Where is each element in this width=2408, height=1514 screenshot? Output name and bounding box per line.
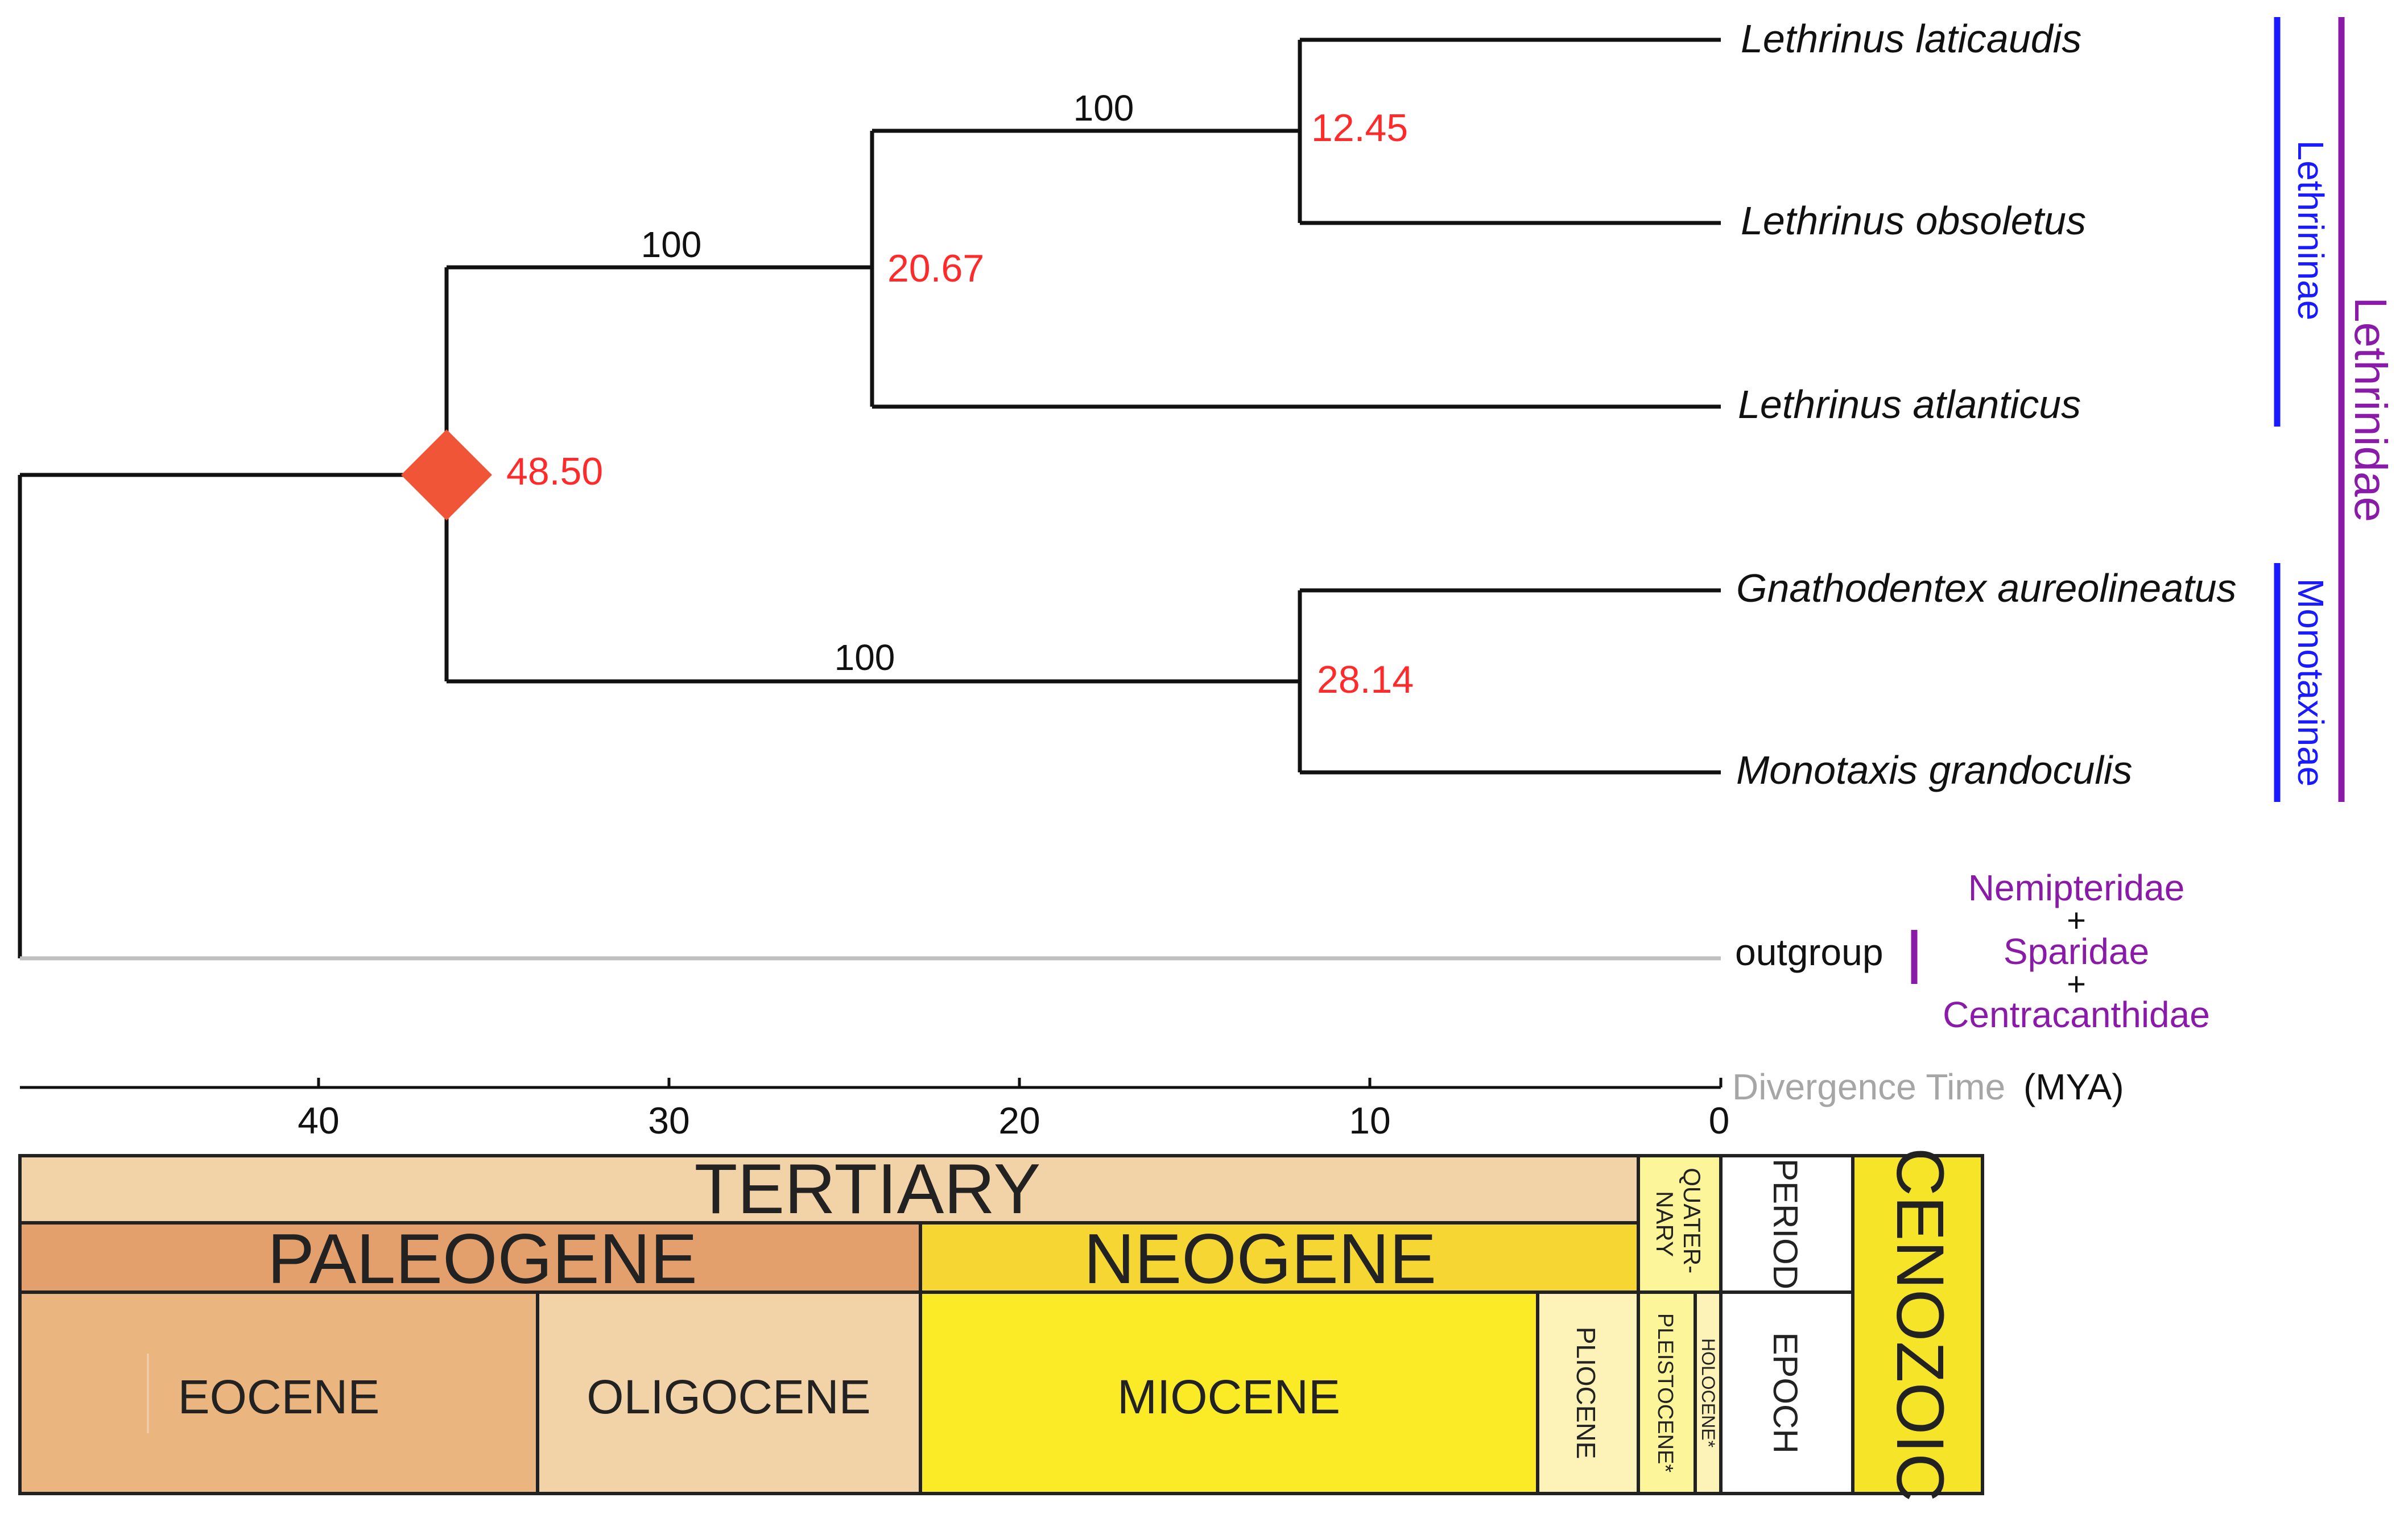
oligocene-cell [536,1290,922,1495]
node-age-root: 48.50 [506,450,603,493]
node-age-monotaxinae: 28.14 [1317,658,1414,701]
axis-title-main: Divergence Time [1732,1066,2005,1107]
axis-tick-label-30: 30 [648,1099,689,1141]
tertiary-label: TERTIARY [695,1150,1041,1228]
outgroup-plus-1: + [2067,902,2086,939]
axis-title-unit: (MYA) [2023,1066,2124,1107]
outgroup-family-sparidae: Sparidae [2004,931,2149,972]
lethrinidae-label: Lethrinidae [2345,297,2396,522]
outgroup-families: Nemipteridae + Sparidae + Centracanthida… [1943,867,2210,1035]
lethrininae-label: Lethrininae [2290,140,2331,321]
eocene-cell [18,1290,539,1495]
pleistocene-cell [1637,1290,1697,1495]
axis-tick-label-10: 10 [1349,1099,1390,1141]
axis-title: Divergence Time (MYA) [1732,1066,2124,1107]
pleistocene-label: PLEISTOCENE* [1653,1313,1677,1472]
axis-tick-label-0: 0 [1709,1099,1730,1141]
paleogene-cell [18,1221,922,1294]
neogene-label: NEOGENE [1084,1220,1436,1298]
tertiary-cell [18,1154,1640,1225]
quaternary-label-line-1: QUATER- [1679,1168,1705,1273]
monotaxinae-label: Monotaxinae [2290,578,2331,787]
period-label: PERIOD [1766,1159,1804,1289]
oligocene-label: OLIGOCENE [586,1370,870,1424]
taxon-lethrinus-obsoletus: Lethrinus obsoletus [1741,198,2086,243]
taxon-monotaxis-grandoculis: Monotaxis grandoculis [1736,748,2132,792]
tree-branches [18,38,1721,961]
miocene-cell [919,1290,1539,1495]
pliocene-cell [1536,1290,1640,1495]
node-age-lethrinus: 20.67 [887,247,984,290]
outgroup-plus-2: + [2067,966,2086,1003]
axis-tick-label-20: 20 [998,1099,1040,1141]
taxon-lethrinus-laticaudis: Lethrinus laticaudis [1741,16,2081,61]
cenozoic-cell [1851,1154,1984,1495]
epoch-label: EPOCH [1766,1332,1804,1453]
support-monotaxinae: 100 [835,637,895,678]
support-node-1245: 100 [1073,88,1134,129]
quaternary-label: QUATER- NARY [1651,1168,1705,1280]
pliocene-label: PLIOCENE [1571,1327,1601,1459]
miocene-label: MIOCENE [1117,1370,1340,1424]
taxon-outgroup: outgroup [1735,931,1884,973]
eocene-label: EOCENE [178,1370,380,1424]
holocene-label: HOLOCENE* [1698,1338,1719,1447]
outgroup-family-centracanthidae: Centracanthidae [1943,994,2210,1035]
period-label-cell [1719,1154,1854,1294]
epoch-label-cell [1719,1290,1854,1495]
cenozoic-label: CENOZOIC [1882,1148,1957,1502]
axis-tick-label-40: 40 [298,1099,339,1141]
taxon-lethrinus-atlanticus: Lethrinus atlanticus [1738,382,2081,427]
neogene-cell [919,1221,1640,1294]
time-axis: 40 30 20 10 0 Divergence Time (MYA) [20,1066,2124,1141]
node-age-laticaudis-obsoletus: 12.45 [1311,106,1408,150]
taxon-gnathodentex-aureolineatus: Gnathodentex aureolineatus [1736,566,2237,610]
calibration-diamond-marker [401,429,492,520]
paleogene-label: PALEOGENE [267,1220,697,1298]
outgroup-family-nemipteridae: Nemipteridae [1968,867,2185,908]
geologic-timescale [18,1154,1984,1495]
support-lethrininae: 100 [641,224,702,265]
quaternary-label-line-2: NARY [1651,1191,1678,1257]
timescale-labels: TERTIARY PALEOGENE NEOGENE EOCENE OLIGOC… [178,1148,1957,1502]
